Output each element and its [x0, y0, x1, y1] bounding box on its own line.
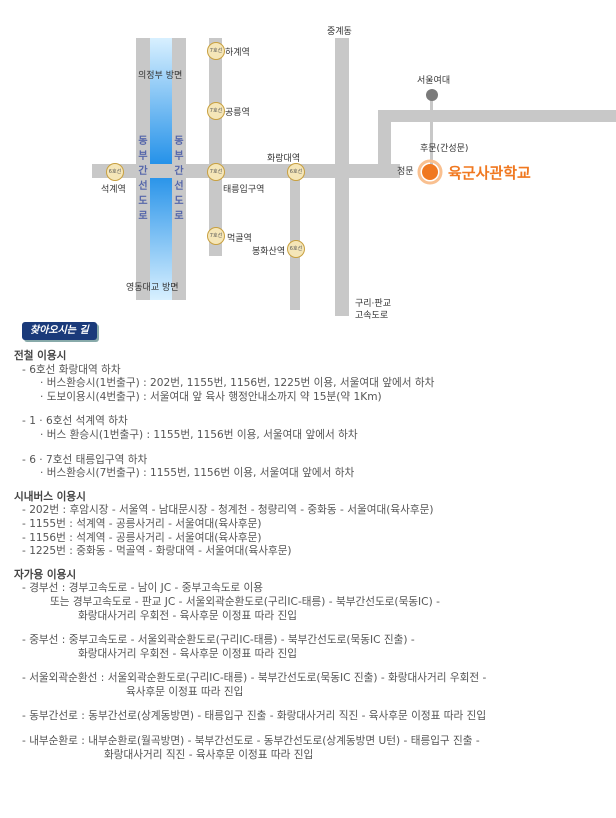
- label-seoul-womens-univ: 서울여대: [417, 76, 451, 86]
- label-guri-expressway: 고속도로: [355, 311, 389, 321]
- academy-marker-halo: [417, 159, 443, 185]
- badge-gongneung: 7호선: [207, 102, 225, 120]
- car-gyeongbu-end: 화랑대사거리 우회전 - 육사후문 이정표 따라 진입: [78, 609, 297, 622]
- subway-line-seokgye: - 1 · 6호선 석계역 하차: [22, 415, 128, 428]
- station-seokgye: 석계역: [101, 185, 126, 195]
- road-academy-horizontal: [378, 110, 616, 122]
- label-main-gate: 정문: [397, 167, 414, 177]
- subway-hwarangdae-walk: · 도보이용시(4번출구) : 서울여대 앞 육사 행정안내소까지 약 15분(…: [40, 390, 382, 403]
- car-jungbu-end: 화랑대사거리 우회전 - 육사후문 이정표 따라 진입: [78, 647, 297, 660]
- station-bonghwasan: 봉화산역: [252, 247, 286, 257]
- seoul-womens-univ-marker: [426, 89, 438, 101]
- location-map: 의정부 방면 동부간선도로 동부간선도로 영동대교 방면 7호선 하계역 7호선…: [0, 0, 616, 325]
- label-yeongdong: 영동대교 방면: [126, 283, 179, 293]
- subway-line-taereung: - 6 · 7호선 태릉입구역 하차: [22, 453, 148, 466]
- academy-name: 육군사관학교: [448, 164, 531, 182]
- label-junggye: 중계동: [327, 27, 352, 37]
- label-uijeongbu: 의정부 방면: [138, 71, 183, 81]
- subway-hwarangdae-bus: · 버스환승시(1번출구) : 202번, 1155번, 1156번, 1225…: [40, 377, 435, 390]
- road-line7: [209, 38, 222, 256]
- label-back-gate: 후문(간성문): [420, 144, 469, 154]
- badge-seokgye: 6호선: [106, 163, 124, 181]
- bus-route-1155: - 1155번 : 석계역 - 공릉사거리 - 서울여대(육사후문): [22, 517, 262, 530]
- car-title: 자가용 이용시: [14, 568, 77, 581]
- car-jungbu: - 중부선 : 중부고속도로 - 서울외곽순환도로(구리IC-태릉) - 북부간…: [22, 634, 415, 647]
- station-meokgol: 먹골역: [227, 234, 252, 244]
- subway-taereung-bus: · 버스환승시(7번출구) : 1155번, 1156번 이용, 서울여대 앞에…: [40, 467, 355, 480]
- bus-route-1225: - 1225번 : 중화동 - 먹골역 - 화랑대역 - 서울여대(육사후문): [22, 545, 292, 558]
- station-taereung: 태릉입구역: [223, 185, 265, 195]
- car-gyeongbu: - 경부선 : 경부고속도로 - 남이 JC - 중부고속도로 이용: [22, 582, 264, 595]
- car-naebu-end: 화랑대사거리 직진 - 육사후문 이정표 따라 진입: [104, 748, 314, 761]
- subway-line-hwarangdae: - 6호선 화랑대역 하차: [22, 363, 121, 376]
- badge-hagye: 7호선: [207, 42, 225, 60]
- car-naebu: - 내부순환로 : 내부순환로(월곡방면) - 북부간선도로 - 동부간선도로(…: [22, 735, 480, 748]
- main-road-horizontal: [92, 164, 400, 178]
- subway-seokgye-bus: · 버스 환승시(1번출구) : 1155번, 1156번 이용, 서울여대 앞…: [40, 428, 358, 441]
- car-ring-end: 육사후문 이정표 따라 진입: [126, 685, 244, 698]
- car-ring: - 서울외곽순환선 : 서울외곽순환도로(구리IC-태릉) - 북부간선도로(묵…: [22, 672, 487, 685]
- label-dongbu-left: 동부간선도로: [138, 136, 148, 222]
- station-hagye: 하계역: [225, 48, 250, 58]
- car-gyeongbu-alt: 또는 경부고속도로 - 판교 JC - 서울외곽순환도로(구리IC-태릉) - …: [50, 595, 440, 608]
- label-guri: 구리·판교: [355, 299, 391, 309]
- station-gongneung: 공릉역: [225, 108, 250, 118]
- road-backgate: [430, 96, 433, 168]
- label-dongbu-right: 동부간선도로: [174, 136, 184, 222]
- bus-title: 시내버스 이용시: [14, 490, 86, 503]
- directions-heading: 찾아오시는 길: [22, 322, 97, 340]
- badge-taereung: 7호선: [207, 163, 225, 181]
- badge-hwarangdae: 6호선: [287, 163, 305, 181]
- badge-bonghwasan: 6호선: [287, 240, 305, 258]
- subway-title: 전철 이용시: [14, 350, 67, 362]
- directions-text: 전철 이용시 - 6호선 화랑대역 하차 · 버스환승시(1번출구) : 202…: [14, 350, 609, 762]
- academy-marker: [422, 164, 438, 180]
- bus-route-202: - 202번 : 후암시장 - 서울역 - 남대문시장 - 청계천 - 청량리역…: [22, 504, 434, 517]
- map-roads: [92, 38, 616, 316]
- badge-meokgol: 7호선: [207, 227, 225, 245]
- station-hwarangdae: 화랑대역: [267, 154, 301, 164]
- car-dongbu: - 동부간선로 : 동부간선로(상계동방면) - 태릉입구 진출 - 화랑대사거…: [22, 710, 487, 723]
- road-junggye: [335, 38, 349, 316]
- road-academy-vertical: [378, 110, 391, 178]
- bus-route-1156: - 1156번 : 석계역 - 공릉사거리 - 서울여대(육사후문): [22, 531, 262, 544]
